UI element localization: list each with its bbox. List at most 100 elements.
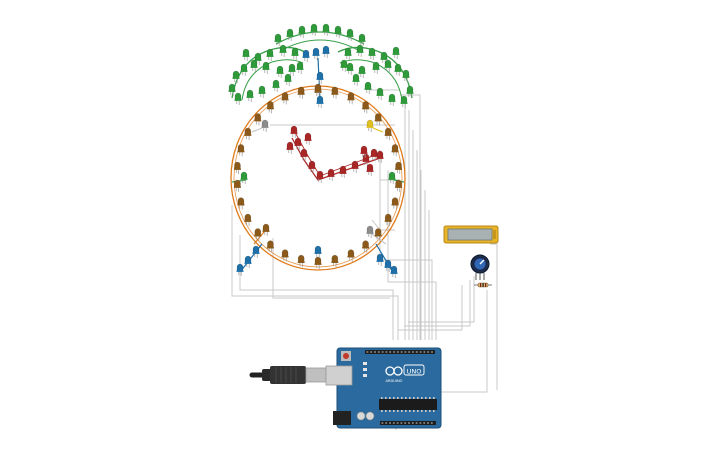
bell-led-left[interactable] <box>291 47 299 60</box>
bell-led-top[interactable] <box>310 23 318 36</box>
bell-led-right[interactable] <box>384 59 392 72</box>
hand-led[interactable] <box>286 141 294 154</box>
hand-led[interactable] <box>351 160 359 173</box>
hand-led[interactable] <box>308 160 316 173</box>
bell-led-right[interactable] <box>368 47 376 60</box>
bell-led-left[interactable] <box>254 52 262 65</box>
bell-led-left[interactable] <box>279 44 287 57</box>
bell-led-left[interactable] <box>266 48 274 61</box>
clock-ring-led[interactable] <box>395 179 403 192</box>
hand-led[interactable] <box>366 163 374 176</box>
leg-led[interactable] <box>384 259 392 272</box>
bell-led-left[interactable] <box>234 92 242 105</box>
clock-ring-led[interactable] <box>395 161 403 175</box>
clock-ring-led[interactable] <box>237 144 245 157</box>
clock-ring-led[interactable] <box>254 228 262 241</box>
hand-led[interactable] <box>290 125 298 138</box>
leg-led[interactable] <box>252 245 260 258</box>
bell-led-right[interactable] <box>406 85 414 98</box>
bell-led-right[interactable] <box>372 61 380 74</box>
clock-ring-led[interactable] <box>233 179 241 192</box>
clock-tick-led[interactable] <box>366 119 374 132</box>
bell-led-right[interactable] <box>340 59 348 72</box>
clock-ring-led[interactable] <box>347 92 355 105</box>
clock-ring-led[interactable] <box>362 240 370 253</box>
bell-led-right[interactable] <box>388 93 396 106</box>
bell-led-left[interactable] <box>232 70 240 83</box>
leg-led[interactable] <box>390 265 398 278</box>
clock-tick-led[interactable] <box>261 119 269 132</box>
clock-ring-led[interactable] <box>362 101 370 114</box>
bell-led-left[interactable] <box>250 59 258 72</box>
bell-led-right[interactable] <box>344 47 352 60</box>
hand-led[interactable] <box>370 148 378 161</box>
bell-led-top[interactable] <box>346 28 354 41</box>
bell-led-left[interactable] <box>272 79 280 92</box>
bell-led-right[interactable] <box>394 63 402 76</box>
clock-ring-led[interactable] <box>281 92 289 105</box>
bell-led-top[interactable] <box>358 33 366 46</box>
clock-tick-led[interactable] <box>262 223 270 236</box>
bell-led-top[interactable] <box>334 25 342 38</box>
usb-cable[interactable] <box>249 366 327 384</box>
connector-led[interactable] <box>312 47 320 60</box>
bell-led-right[interactable] <box>392 46 400 59</box>
bell-led-right[interactable] <box>402 69 410 82</box>
hand-led[interactable] <box>339 165 347 178</box>
hand-led[interactable] <box>376 150 384 163</box>
clock-ring-led[interactable] <box>266 240 274 253</box>
bell-led-left[interactable] <box>296 61 304 74</box>
clock-ring-led[interactable] <box>391 144 399 157</box>
leg-led[interactable] <box>236 263 244 276</box>
hand-led[interactable] <box>327 168 335 181</box>
clock-ring-led[interactable] <box>331 254 339 268</box>
bell-led-left[interactable] <box>258 85 266 98</box>
clock-tick-led[interactable] <box>366 225 374 238</box>
clock-ring-led[interactable] <box>254 113 262 126</box>
bell-led-left[interactable] <box>288 63 296 76</box>
clock-ring-led[interactable] <box>374 113 382 126</box>
hand-led[interactable] <box>360 145 368 158</box>
bell-led-left[interactable] <box>276 65 284 78</box>
clock-ring-led[interactable] <box>297 86 305 99</box>
bell-led-left[interactable] <box>240 63 248 76</box>
clock-tick-led[interactable] <box>240 171 248 184</box>
bell-led-left[interactable] <box>242 48 250 61</box>
clock-ring-led[interactable] <box>384 213 392 226</box>
bell-led-left[interactable] <box>228 83 236 96</box>
bell-led-top[interactable] <box>274 33 282 46</box>
bell-led-right[interactable] <box>352 73 360 86</box>
clock-ring-led[interactable] <box>281 249 289 262</box>
clock-tick-led[interactable] <box>314 83 322 96</box>
leg-led[interactable] <box>244 255 252 268</box>
clock-ring-led[interactable] <box>374 228 382 241</box>
bell-led-left[interactable] <box>284 73 292 86</box>
connector-led[interactable] <box>316 71 324 84</box>
clock-ring-led[interactable] <box>384 127 392 140</box>
potentiometer[interactable] <box>470 254 490 280</box>
clock-ring-led[interactable] <box>233 161 241 175</box>
clock-ring-led[interactable] <box>314 256 322 269</box>
arduino-uno-board[interactable]: UNO ARDUINO <box>325 347 442 429</box>
bell-led-left[interactable] <box>262 61 270 74</box>
clock-ring-led[interactable] <box>237 197 245 210</box>
bell-led-right[interactable] <box>358 65 366 78</box>
bell-led-right[interactable] <box>400 95 408 108</box>
clock-ring-led[interactable] <box>244 213 252 226</box>
bell-led-top[interactable] <box>286 28 294 41</box>
connector-led[interactable] <box>316 95 324 108</box>
bell-led-right[interactable] <box>356 44 364 57</box>
bell-led-left[interactable] <box>246 89 254 102</box>
bell-led-top[interactable] <box>298 25 306 38</box>
clock-ring-led[interactable] <box>297 254 305 268</box>
hand-led[interactable] <box>304 132 312 145</box>
connector-led[interactable] <box>302 49 310 62</box>
clock-ring-led[interactable] <box>244 127 252 140</box>
clock-tick-led[interactable] <box>314 245 322 258</box>
clock-tick-led[interactable] <box>388 171 396 184</box>
clock-ring-led[interactable] <box>391 197 399 210</box>
bell-led-right[interactable] <box>364 81 372 94</box>
hand-led[interactable] <box>300 148 308 161</box>
bell-led-right[interactable] <box>376 87 384 100</box>
bell-led-top[interactable] <box>322 23 330 36</box>
